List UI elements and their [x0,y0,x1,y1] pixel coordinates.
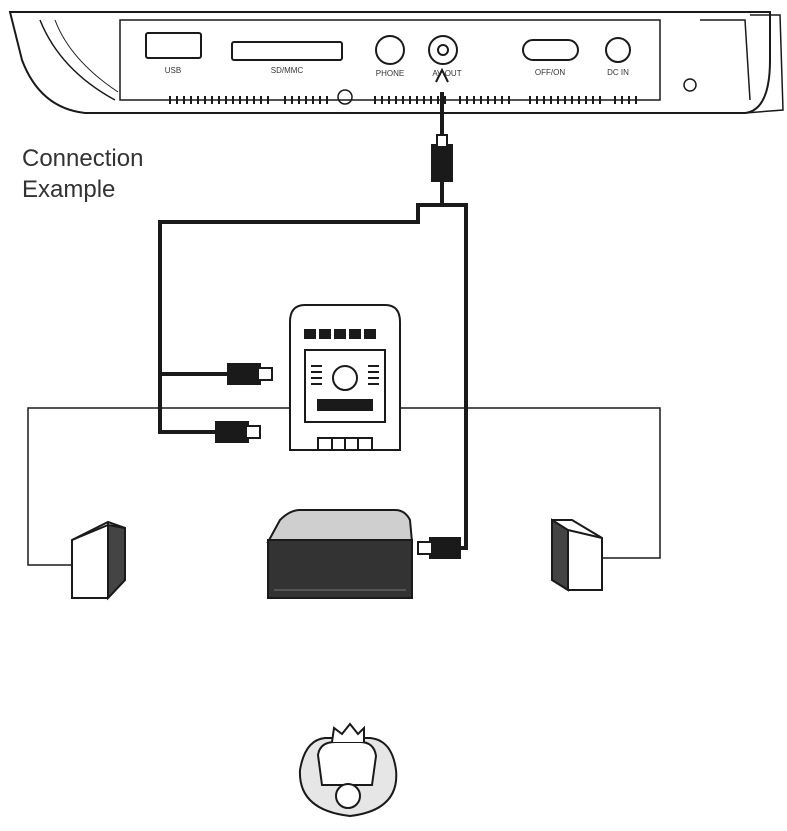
port-label-power: OFF/ON [535,68,565,77]
usb-port [145,32,202,59]
title-line-2: Example [22,176,116,203]
port-label-sd: SD/MMC [271,66,304,75]
speaker-wires [27,407,661,566]
speaker-left [71,520,126,601]
rca-plug-device [431,134,453,182]
port-label-phone: PHONE [376,69,404,78]
device-vents [169,96,637,104]
rca-plug-tv [417,537,461,559]
amplifier [289,304,401,451]
av-out-jack [428,35,458,65]
rca-plug-amp-lower [215,421,261,443]
arrow-to-av-out [435,67,449,83]
power-switch [522,39,579,61]
rca-plug-amp-upper [227,363,273,385]
title-line-1: Connection [22,145,144,172]
port-label-av-out: AV OUT [432,69,461,78]
speaker-right [551,518,603,592]
listener [298,722,398,818]
tv [266,509,414,599]
diagram-title: Connection Example [22,143,143,205]
dc-in-jack [605,37,631,63]
port-label-dc-in: DC IN [607,68,629,77]
port-label-usb: USB [165,66,181,75]
phone-jack [375,35,405,65]
sd-slot [231,41,343,61]
